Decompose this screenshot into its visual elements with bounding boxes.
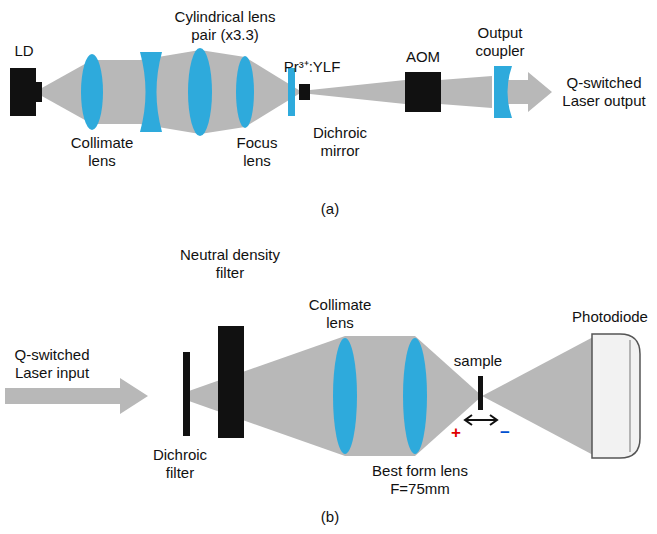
sample (478, 376, 483, 410)
translation-arrow (465, 415, 497, 425)
crystal (299, 84, 310, 100)
figure-label: (a) (308, 200, 352, 218)
part-label: Cylindrical lens pair (x3.3) (165, 8, 285, 44)
laser-beam (40, 50, 552, 134)
part-label: Focus lens (222, 134, 292, 170)
photodiode (592, 334, 640, 458)
part-label: Q-switched Laser output (556, 74, 652, 110)
aom (405, 72, 441, 112)
part-label: Dichroic filter (140, 446, 220, 482)
part-label: Q-switched Laser input (4, 346, 100, 382)
dichroic-mirror (288, 68, 295, 116)
laser-diode-nub (36, 82, 42, 102)
part-label: Neutral density filter (170, 246, 290, 282)
laser-diode (10, 68, 36, 116)
laser-beam (5, 336, 595, 456)
part-label: Dichroic mirror (300, 124, 380, 160)
part-label: Best form lens F=75mm (370, 462, 470, 498)
lens (403, 338, 427, 454)
part-label: Pr³⁺:YLF (272, 58, 352, 76)
part-label: Collimate lens (300, 296, 380, 332)
dichroic-filter (183, 352, 190, 436)
direction-sign: + (448, 424, 464, 442)
direction-sign: − (497, 424, 513, 442)
figure-label: (b) (308, 508, 352, 526)
part-label: sample (446, 352, 510, 370)
part-label: AOM (398, 48, 448, 66)
lens (333, 338, 357, 454)
neutral-density-filter (218, 326, 244, 438)
part-label: Collimate lens (62, 134, 142, 170)
part-label: LD (4, 42, 44, 60)
photodiode-edge (630, 340, 631, 452)
part-label: Photodiode (567, 308, 653, 326)
part-label: Output coupler (460, 24, 540, 60)
lens (81, 48, 512, 136)
